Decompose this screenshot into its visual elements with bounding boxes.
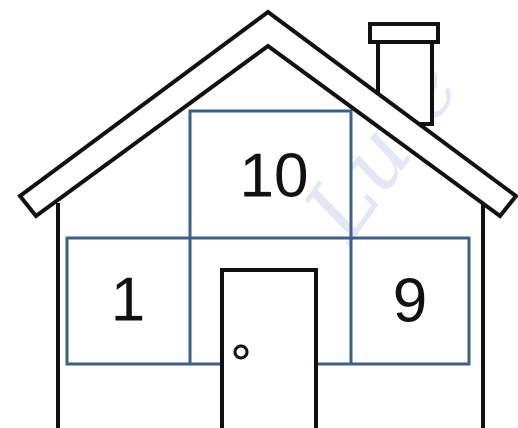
number-left: 1 xyxy=(111,265,145,334)
door xyxy=(222,270,316,428)
door-knob xyxy=(235,346,247,358)
number-top: 10 xyxy=(240,141,309,210)
number-right: 9 xyxy=(393,266,427,335)
